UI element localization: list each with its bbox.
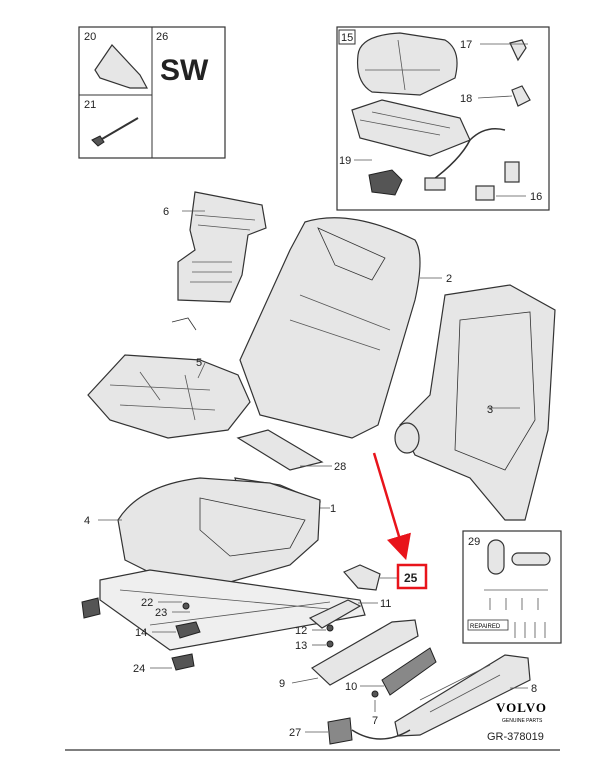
backrest-heater-part: 6 bbox=[163, 191, 267, 331]
callout-9: 9 bbox=[279, 678, 285, 690]
callout-19: 19 bbox=[339, 155, 351, 167]
sw-label: SW bbox=[160, 54, 209, 87]
callout-4: 1 bbox=[330, 503, 336, 515]
connector-part-3 bbox=[504, 161, 520, 183]
switch-slider-part bbox=[511, 552, 551, 566]
callout-10: 10 bbox=[345, 681, 357, 693]
callout-2: 2 bbox=[446, 273, 452, 285]
foot-cap-part bbox=[171, 653, 195, 671]
callout-27: 27 bbox=[289, 727, 301, 739]
connector-part-2 bbox=[475, 185, 495, 201]
cover-cap-part bbox=[175, 621, 201, 639]
callout-11: 11 bbox=[380, 598, 391, 610]
callout-17: 17 bbox=[460, 39, 472, 51]
volvo-logo: VOLVO bbox=[496, 700, 547, 715]
inset-bottom-right: 29 REPAIRED bbox=[462, 530, 562, 644]
callout-18: 18 bbox=[460, 93, 472, 105]
callout-7: 7 bbox=[372, 715, 378, 727]
screws-12-13: 12 13 bbox=[295, 624, 334, 652]
control-module-part bbox=[368, 169, 403, 196]
seat-rail-frame-part bbox=[99, 569, 366, 651]
callout-29: 29 bbox=[468, 536, 480, 548]
brand-block: VOLVO GENUINE PARTS GR-378019 bbox=[65, 700, 560, 751]
callout-28: 28 bbox=[334, 461, 346, 473]
callout-5: 5 bbox=[196, 357, 202, 369]
connector-part bbox=[424, 177, 446, 191]
rivet-head-part bbox=[91, 135, 105, 147]
callout-12: 12 bbox=[295, 625, 307, 637]
repaired-tag: REPAIRED bbox=[470, 624, 501, 630]
callout-24: 24 bbox=[133, 663, 145, 675]
rail-cap-part bbox=[81, 597, 101, 619]
highlight-arrow bbox=[372, 452, 411, 561]
lever-part: 11 bbox=[308, 598, 391, 629]
callout-14: 14 bbox=[135, 627, 147, 639]
backrest-frame-part: 3 bbox=[394, 284, 556, 521]
clip-part bbox=[511, 85, 531, 107]
callout-6: 6 bbox=[163, 206, 169, 218]
highlight-box-25 bbox=[396, 563, 428, 590]
diagram-code: GR-378019 bbox=[487, 731, 544, 743]
seat-heater-part: 5 bbox=[87, 354, 251, 439]
side-panel-part: 9 bbox=[279, 619, 419, 690]
callout-26: 26 bbox=[156, 31, 168, 43]
callout-22: 22 bbox=[141, 597, 153, 609]
inset-top-left: 20 26 SW 21 bbox=[78, 26, 226, 159]
callout-15: 15 bbox=[341, 32, 353, 44]
fasteners-left: 22 23 14 24 bbox=[81, 597, 201, 675]
inset-top-right: 15 17 18 19 16 bbox=[336, 26, 550, 211]
callout-23: 23 bbox=[155, 607, 167, 619]
switch-panel-part: 10 7 bbox=[345, 647, 437, 727]
callout-21: 21 bbox=[84, 99, 96, 111]
backrest-cover-part: 2 bbox=[239, 217, 452, 439]
seat-cover-clip-part bbox=[94, 44, 149, 89]
seat-cushion-pad-part bbox=[356, 32, 458, 96]
part-25-cover: 25 bbox=[343, 452, 428, 591]
callout-20: 20 bbox=[84, 31, 96, 43]
seat-pad-part: 28 bbox=[236, 429, 346, 473]
seat-cushion-part: 4 bbox=[84, 477, 321, 583]
screw-part bbox=[509, 39, 527, 62]
callout-3: 3 bbox=[487, 404, 493, 416]
connector-27-part: 27 bbox=[289, 717, 411, 745]
callout-25: 25 bbox=[404, 571, 418, 585]
callout-13: 13 bbox=[295, 640, 307, 652]
callout-8: 8 bbox=[531, 683, 537, 695]
callout-16: 16 bbox=[530, 191, 542, 203]
switch-knob-part bbox=[487, 539, 505, 575]
genuine-parts-label: GENUINE PARTS bbox=[502, 718, 543, 724]
callout-1: 4 bbox=[84, 515, 90, 527]
